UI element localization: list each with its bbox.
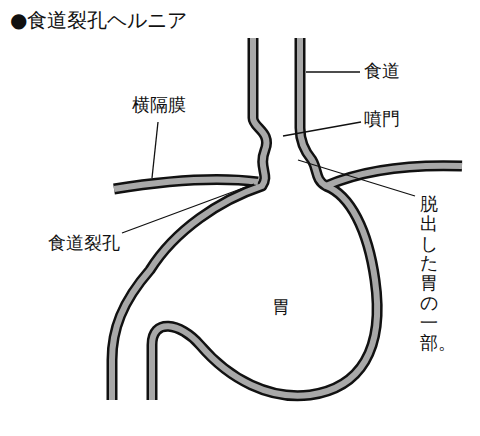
leader-line xyxy=(283,122,361,136)
part-label: 脱出した胃の一部。 xyxy=(420,194,438,352)
diaphragm-right-fill xyxy=(326,166,462,186)
part-label: 横隔膜 xyxy=(132,94,186,116)
stomach-lesser-fill xyxy=(112,38,267,400)
part-label: 胃 xyxy=(272,296,290,318)
diaphragm-left xyxy=(114,180,258,189)
leader-line xyxy=(306,71,360,72)
leader-line xyxy=(152,122,158,178)
diaphragm-left-fill xyxy=(114,180,258,189)
leader-line xyxy=(298,160,415,196)
diaphragm-right xyxy=(326,166,462,186)
stomach-greater-fill xyxy=(152,38,377,400)
part-label: 噴門 xyxy=(364,108,400,130)
part-label: 食道 xyxy=(364,60,400,82)
stomach-lesser-wall xyxy=(112,38,267,400)
part-label: 食道裂孔 xyxy=(48,232,120,254)
leader-line xyxy=(122,184,254,233)
stomach-greater-wall xyxy=(152,38,377,400)
diagram-title: ●食道裂孔ヘルニア xyxy=(10,8,187,32)
